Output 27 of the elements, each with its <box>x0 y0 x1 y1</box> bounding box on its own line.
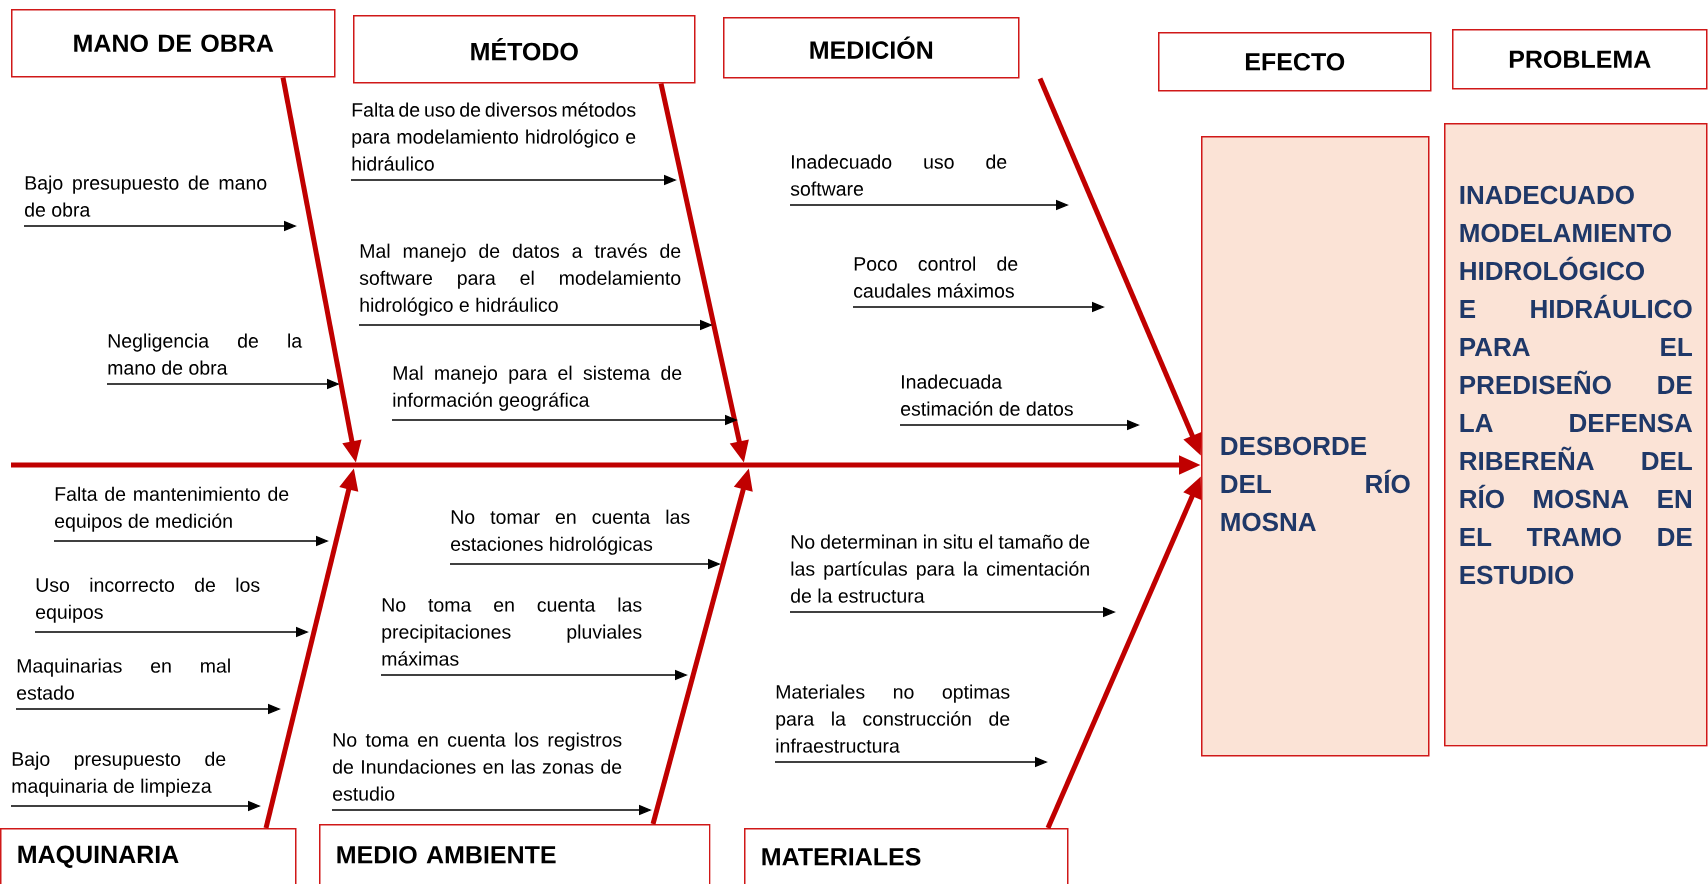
category-box: MAQUINARIA <box>0 828 297 884</box>
category-box: MEDIO AMBIENTE <box>319 824 711 884</box>
cause-text: No toma en cuenta las precipitaciones pluviales máximas <box>382 597 642 666</box>
cause-text: Materiales no optimas para la construcción de infraestructura <box>776 684 1010 753</box>
cause-text: Mal manejo para el sistema de información geográfica <box>393 365 682 411</box>
category-box: MATERIALES <box>744 828 1069 884</box>
cause-text: Falta de uso de diversos métodos para modelamiento hidrológico e hidráulico <box>352 102 636 171</box>
cause-text: Mal manejo de datos a través de software para el modelamiento hidrológico e hidráulico <box>359 243 681 316</box>
cause-text: Bajo presupuesto de maquinaria de limpieza <box>12 751 226 797</box>
cause-text: Uso incorrecto de los equipos <box>36 577 260 623</box>
cause-text: No tomar en cuenta las estaciones hidrológicas <box>451 509 690 555</box>
header-box: PROBLEMA <box>1452 29 1708 90</box>
cause-text: Falta de mantenimiento de equipos de medición <box>55 486 289 532</box>
header-box: EFECTO <box>1158 32 1432 92</box>
category-box: MANO DE OBRA <box>11 9 336 78</box>
cause-text: Inadecuado uso de software <box>790 154 1007 196</box>
cause-text: Maquinarias en mal estado <box>17 658 230 700</box>
category-box: MEDICIÓN <box>723 17 1020 79</box>
cause-text: Bajo presupuesto de mano de obra <box>25 175 267 217</box>
cause-text: Inadecuada estimación de datos <box>901 374 1073 416</box>
effect-box: DESBORDE DEL RÍO MOSNA <box>1201 136 1430 757</box>
cause-text: Poco control de caudales máximos <box>854 256 1018 298</box>
cause-text: Negligencia de la mano de obra <box>108 333 303 375</box>
problem-box: INADECUADO MODELAMIENTO HIDROLÓGICO E HIDRÁULICO PARA EL PREDISEÑO DE LA DEFENSA RIBEREÑA DEL RÍO MOSNA EN EL TRAMO DE ESTUDIO <box>1444 123 1708 747</box>
category-box: MÉTODO <box>353 15 696 84</box>
cause-text: No determinan in situ el tamaño de las partículas para la cimentación de la estructura <box>791 534 1090 603</box>
cause-text: No toma en cuenta los registros de Inundaciones en las zonas de estudio <box>333 732 622 801</box>
